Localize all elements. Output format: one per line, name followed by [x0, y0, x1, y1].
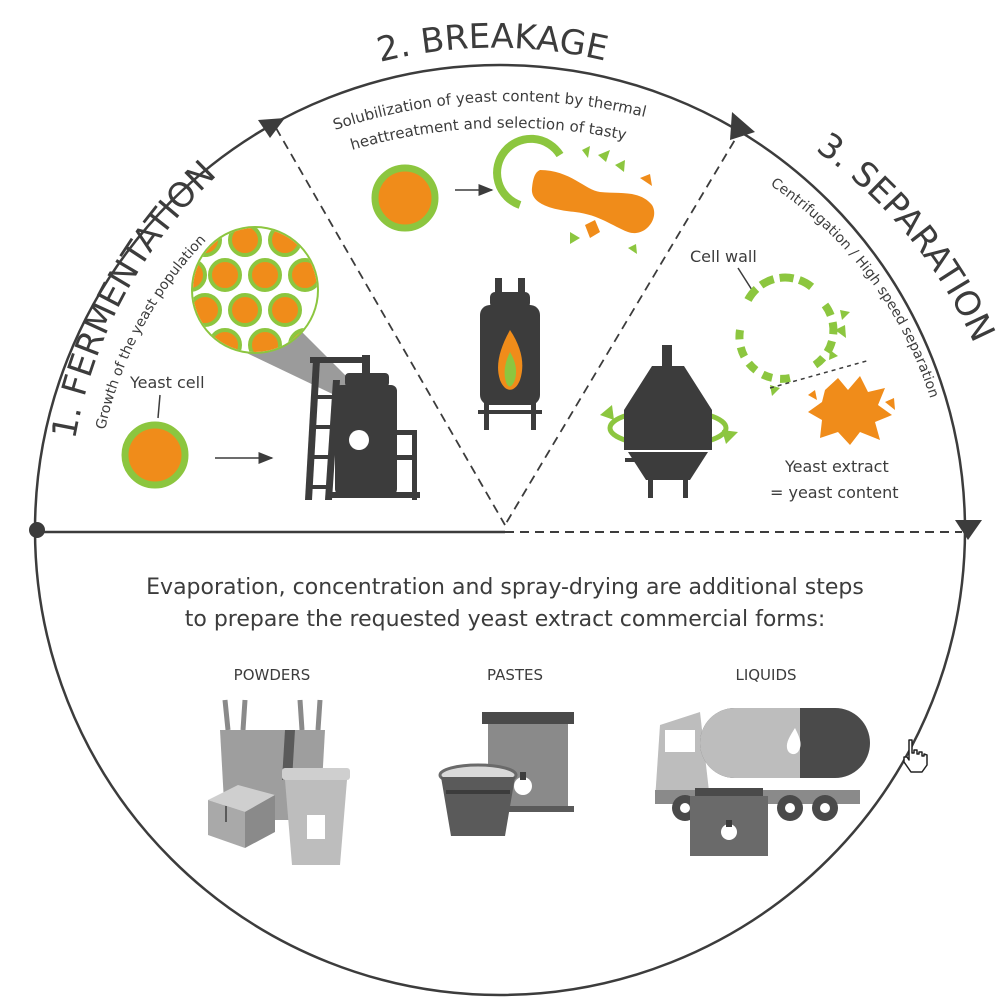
hand-cursor-icon — [903, 739, 928, 773]
heating-reactor-icon — [478, 278, 542, 430]
cardboard-box-icon — [208, 785, 275, 848]
liquids-label: LIQUIDS — [735, 666, 796, 684]
sector-line-left — [275, 127, 506, 526]
tanker-truck-icon — [655, 708, 870, 821]
cycle-arrow-3-icon — [955, 520, 982, 540]
pastes-label: PASTES — [487, 666, 543, 684]
yeast-content-splash-icon — [808, 376, 892, 445]
cycle-arrow-2-icon — [730, 112, 755, 140]
yeast-cell-icon — [121, 421, 189, 489]
yeast-extract-label-line1: Yeast extract — [784, 457, 889, 476]
yeast-cell-label: Yeast cell — [129, 373, 205, 392]
cycle-start-dot-icon — [29, 522, 45, 538]
breakage-title: 2. BREAKAGE — [373, 17, 612, 71]
liquid-drum-icon — [690, 788, 768, 856]
yeast-extract-label-line2: = yeast content — [770, 483, 899, 502]
intact-yeast-cell-icon — [371, 164, 439, 232]
yeast-population-zoom — [191, 226, 355, 400]
cell-wall-label: Cell wall — [690, 247, 757, 266]
bottom-text-line1: Evaporation, concentration and spray-dry… — [146, 575, 864, 600]
sector-line-right — [504, 127, 743, 526]
broken-yeast-cell-icon — [493, 134, 655, 254]
breakage-desc-line2: heattreatment and selection of tasty — [348, 114, 628, 154]
cycle-arrow-1-icon — [258, 118, 285, 138]
powder-sack-icon — [282, 768, 350, 865]
powders-label: POWDERS — [234, 666, 311, 684]
bottom-text-line2: to prepare the requested yeast extract c… — [185, 607, 826, 632]
centrifuge-icon — [600, 345, 738, 498]
bucket-icon — [438, 763, 518, 836]
broken-cell-wall-icon — [735, 273, 850, 396]
fermenter-tank-icon — [305, 355, 420, 500]
